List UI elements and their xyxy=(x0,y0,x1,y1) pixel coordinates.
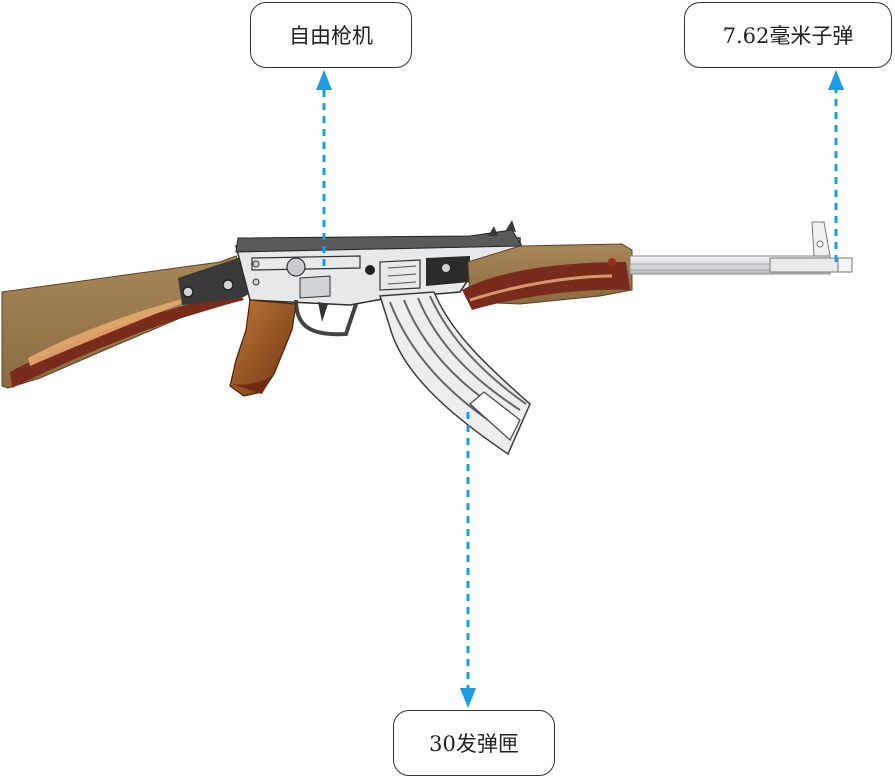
label-magazine-text: 30发弹匣 xyxy=(429,732,519,756)
pistol-grip xyxy=(229,299,297,397)
stock-hinge xyxy=(178,258,252,305)
label-bolt: 自由枪机 xyxy=(250,2,412,68)
label-ammo-text: 7.62毫米子弹 xyxy=(722,24,854,48)
label-bolt-text: 自由枪机 xyxy=(289,24,373,48)
handguard xyxy=(462,243,633,310)
arrow-ammo xyxy=(828,70,844,262)
label-ammo: 7.62毫米子弹 xyxy=(684,2,892,68)
barrel xyxy=(629,221,853,275)
magazine xyxy=(378,291,531,456)
arrow-magazine xyxy=(460,412,476,708)
receiver xyxy=(235,220,523,337)
arrow-bolt xyxy=(316,70,332,266)
label-magazine: 30发弹匣 xyxy=(393,710,555,776)
